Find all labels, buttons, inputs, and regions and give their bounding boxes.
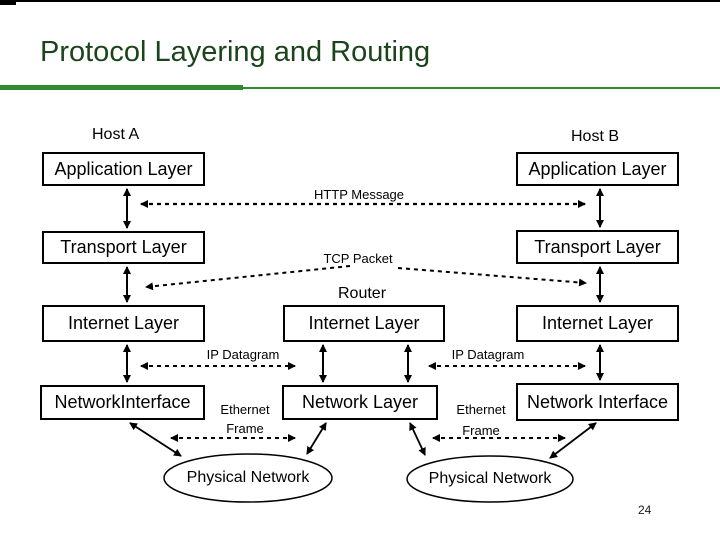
box-hosta-network-interface: NetworkInterface bbox=[40, 385, 205, 420]
router-label: Router bbox=[338, 285, 387, 302]
page-number: 24 bbox=[638, 503, 652, 517]
box-label: Application Layer bbox=[54, 158, 193, 179]
physical-network-ellipse-right bbox=[406, 455, 574, 503]
physical-network-right-label: Physical Network bbox=[428, 470, 552, 487]
box-hosta-application-layer: Application Layer bbox=[42, 152, 205, 186]
ip-datagram-left-label: IP Datagram bbox=[206, 347, 280, 362]
box-label: Transport Layer bbox=[60, 237, 187, 257]
box-label: Internet Layer bbox=[541, 313, 654, 333]
box-hosta-internet-layer: Internet Layer bbox=[42, 305, 205, 342]
ethernet-frame-left-label-line1: Ethernet bbox=[220, 402, 270, 417]
box-hosta-transport-layer: Transport Layer bbox=[42, 231, 205, 264]
box-label: Transport Layer bbox=[534, 236, 661, 257]
box-router-internet-layer: Internet Layer bbox=[283, 305, 445, 342]
box-hostb-internet-layer: Internet Layer bbox=[516, 305, 679, 342]
http-message-label: HTTP Message bbox=[313, 187, 405, 202]
ethernet-frame-right-label-line1: Ethernet bbox=[456, 402, 506, 417]
arrow-hosta-network-physical bbox=[129, 422, 182, 457]
host-b-label: Host B bbox=[571, 128, 620, 145]
box-label: Network Interface bbox=[526, 391, 669, 412]
box-hostb-transport-layer: Transport Layer bbox=[516, 230, 679, 264]
title-underline-thick bbox=[0, 85, 243, 90]
box-label: Internet Layer bbox=[308, 313, 420, 333]
arrow-hostb-network-physical bbox=[549, 422, 597, 459]
box-hostb-network-interface: Network Interface bbox=[516, 383, 679, 421]
tcp-packet-label: TCP Packet bbox=[323, 251, 393, 266]
box-label: NetworkInterface bbox=[54, 392, 191, 412]
dashed-arrow-tcp-packet-left bbox=[145, 265, 351, 291]
slide-title: Protocol Layering and Routing bbox=[40, 36, 431, 68]
physical-network-ellipse-left bbox=[163, 453, 333, 503]
dashed-arrow-tcp-packet-right bbox=[397, 267, 587, 287]
top-left-corner-mark bbox=[0, 0, 16, 5]
title-underline-thin bbox=[243, 87, 720, 89]
ip-datagram-right-label: IP Datagram bbox=[451, 347, 525, 362]
physical-network-left-label: Physical Network bbox=[186, 469, 310, 486]
box-label: Internet Layer bbox=[67, 313, 180, 333]
ethernet-frame-left-label-line2: Frame bbox=[226, 421, 264, 436]
host-a-label: Host A bbox=[92, 126, 140, 143]
box-hostb-application-layer: Application Layer bbox=[516, 152, 679, 186]
arrow-router-network-physical-left bbox=[306, 422, 327, 455]
arrow-router-network-physical-right bbox=[409, 422, 426, 456]
top-border-line bbox=[0, 0, 720, 2]
box-label: Network Layer bbox=[301, 392, 419, 412]
box-label: Application Layer bbox=[528, 158, 667, 179]
ethernet-frame-right-label-line2: Frame bbox=[462, 423, 500, 438]
box-router-network-layer: Network Layer bbox=[282, 385, 438, 420]
